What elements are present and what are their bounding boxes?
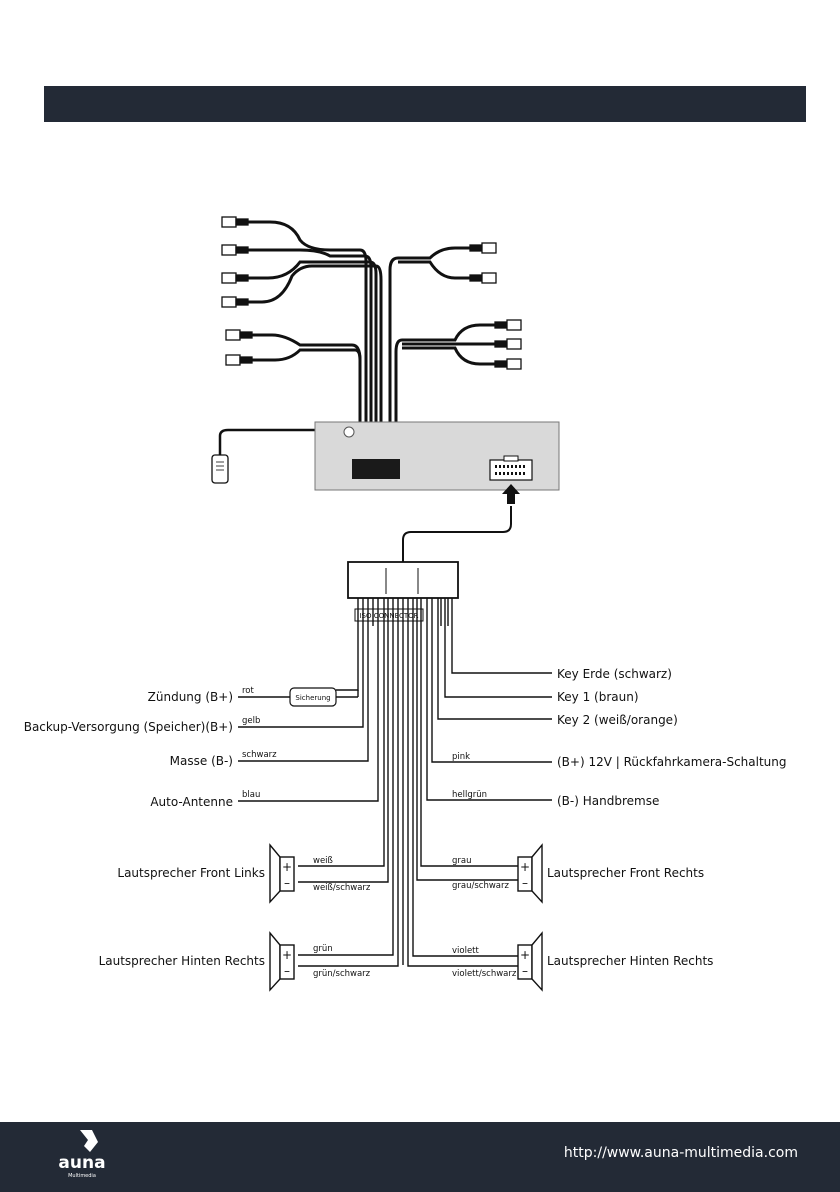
- label-rueckfahr: (B+) 12V | Rückfahrkamera-Schaltung: [557, 755, 787, 769]
- wire-label-grau: grau: [452, 856, 472, 866]
- label-key-erde: Key Erde (schwarz): [557, 667, 672, 681]
- wiring-diagram: ISO CONNECTOR Sicherung Zündung: [24, 216, 787, 992]
- label-zuendung: Zündung (B+): [148, 690, 233, 704]
- logo-mark-icon: [80, 1130, 98, 1152]
- antenna-cable: [211, 428, 350, 484]
- logo-brand: auna: [58, 1153, 105, 1173]
- wire-label-gruen-schwarz: grün/schwarz: [313, 969, 371, 979]
- speaker-rear-left: + –: [269, 931, 295, 992]
- speaker-plus: +: [520, 860, 530, 874]
- speaker-minus: –: [284, 964, 290, 978]
- label-hinten-rechts: Lautsprecher Hinten Rechts: [547, 954, 713, 968]
- speaker-minus: –: [284, 876, 290, 890]
- wire-label-hellgruen: hellgrün: [452, 790, 487, 800]
- label-front-links: Lautsprecher Front Links: [117, 866, 265, 880]
- label-antenne: Auto-Antenne: [150, 795, 233, 809]
- speaker-front-right: + –: [517, 843, 543, 904]
- rca-plugs-right: [469, 242, 522, 370]
- label-handbremse: (B-) Handbremse: [557, 794, 659, 808]
- footer-url-link[interactable]: http://www.auna-multimedia.com: [563, 1145, 798, 1161]
- speaker-plus: +: [282, 948, 292, 962]
- label-backup: Backup-Versorgung (Speicher)(B+): [24, 720, 233, 734]
- header-bar: [44, 86, 806, 122]
- wire-label-gelb: gelb: [242, 716, 260, 726]
- wire-label-rot: rot: [242, 686, 255, 696]
- wire-label-blau: blau: [242, 790, 260, 800]
- rca-plugs-left: [221, 216, 253, 366]
- wire-label-grau-schwarz: grau/schwarz: [452, 881, 509, 891]
- label-key2: Key 2 (weiß/orange): [557, 713, 678, 727]
- speaker-minus: –: [522, 964, 528, 978]
- wire-label-violett: violett: [452, 946, 480, 956]
- label-masse: Masse (B-): [170, 754, 233, 768]
- iso-connector-label: ISO CONNECTOR: [359, 612, 418, 620]
- wire-label-weiss: weiß: [313, 856, 333, 866]
- fuse-label: Sicherung: [295, 694, 330, 702]
- arrow-up-icon: [502, 484, 520, 504]
- wire-label-gruen: grün: [313, 944, 333, 954]
- auna-logo: auna Multimedia: [58, 1130, 106, 1179]
- harness-wires: [238, 598, 552, 967]
- iso-main-cable: [402, 506, 512, 562]
- wire-label-schwarz: schwarz: [242, 750, 277, 760]
- wire-label-violett-schwarz: violett/schwarz: [452, 969, 517, 979]
- wire-label-weiss-schwarz: weiß/schwarz: [313, 883, 371, 893]
- speaker-minus: –: [522, 876, 528, 890]
- logo-brand-sub: Multimedia: [68, 1173, 96, 1179]
- speaker-plus: +: [520, 948, 530, 962]
- speaker-front-left: + –: [269, 843, 295, 904]
- label-key1: Key 1 (braun): [557, 690, 639, 704]
- wire-label-pink: pink: [452, 752, 470, 762]
- label-front-rechts: Lautsprecher Front Rechts: [547, 866, 704, 880]
- label-hinten-links: Lautsprecher Hinten Rechts: [99, 954, 265, 968]
- footer-bar: auna Multimedia http://www.auna-multimed…: [0, 1122, 840, 1192]
- speaker-plus: +: [282, 860, 292, 874]
- fuse: Sicherung: [238, 687, 337, 707]
- rca-cables: [248, 220, 495, 455]
- head-unit: [314, 421, 560, 491]
- speaker-rear-right: + –: [517, 931, 543, 992]
- iso-connector: ISO CONNECTOR: [347, 561, 459, 622]
